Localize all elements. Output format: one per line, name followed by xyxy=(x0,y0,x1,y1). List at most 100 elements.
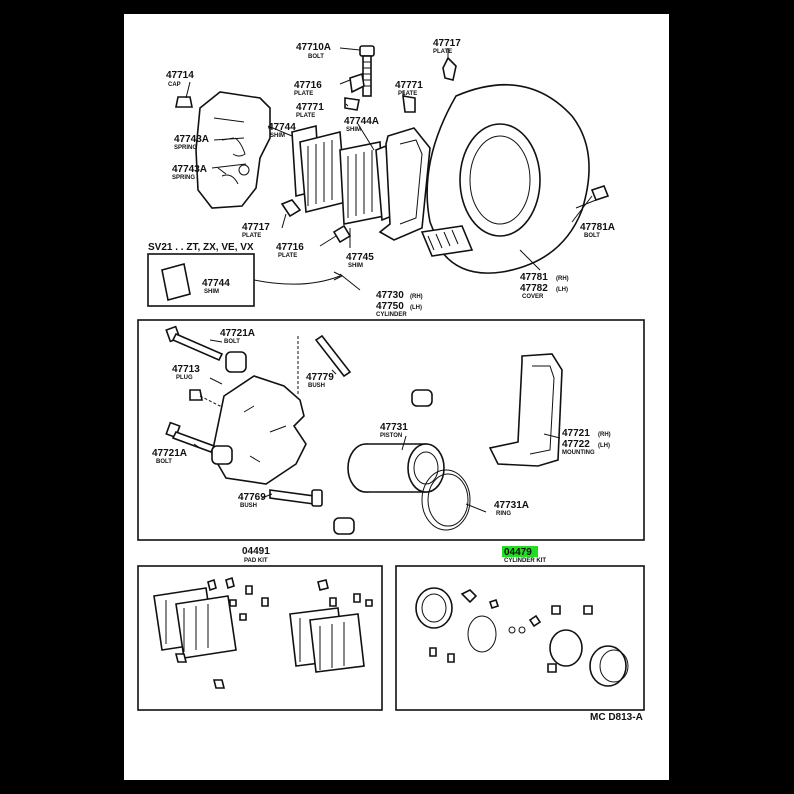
label-47731-num: 47731 xyxy=(380,422,408,433)
label-47721A-bottom-sub: BOLT xyxy=(156,459,172,465)
label-47716-mid-num: 47716 xyxy=(276,242,304,253)
bolt-47721A-top xyxy=(165,325,224,362)
plate-47717-mid xyxy=(280,199,302,218)
label-47717-top-num: 47717 xyxy=(433,38,461,49)
mounting-47721 xyxy=(488,353,563,467)
bush-47779 xyxy=(297,334,352,396)
label-47771b-num: 47771 xyxy=(395,80,423,91)
label-47750-sub: (LH) xyxy=(410,305,422,311)
label-47731-sub: PISTON xyxy=(380,433,402,439)
label-47781-sub: (RH) xyxy=(556,276,569,282)
label-47744-box-sub: SHIM xyxy=(204,289,219,295)
callout-labels: 47710A BOLT 47717 PLATE 47714 CAP 47716 … xyxy=(148,38,643,723)
label-47716-top-sub: PLATE xyxy=(294,91,313,97)
label-47731A-sub: RING xyxy=(496,511,511,517)
label-47731A-num: 47731A xyxy=(494,500,529,511)
label-47744A-sub: SHIM xyxy=(346,127,361,133)
label-47721A-top-sub: BOLT xyxy=(224,339,240,345)
label-47781-num: 47781 xyxy=(520,272,548,283)
label-04479-num: 04479 xyxy=(504,547,532,558)
label-47730-num: 47730 xyxy=(376,290,404,301)
label-47717-mid-sub: PLATE xyxy=(242,233,261,239)
label-47714-sub: CAP xyxy=(168,82,181,88)
label-47779-sub: BUSH xyxy=(308,383,325,389)
label-47721A-top-num: 47721A xyxy=(220,328,255,339)
plug-47713 xyxy=(189,389,203,401)
label-47745-num: 47745 xyxy=(346,252,374,263)
label-47713-sub: PLUG xyxy=(176,375,193,381)
cylinder-box xyxy=(137,319,645,541)
label-47717-top-sub: PLATE xyxy=(433,49,452,55)
cylinder-kit-box xyxy=(395,565,645,711)
label-47745-sub: SHIM xyxy=(348,263,363,269)
label-04491-num: 04491 xyxy=(242,546,270,557)
spring-47743A-upper xyxy=(232,137,246,157)
label-47743A-2-sub: SPRING xyxy=(172,175,195,181)
cylinder-kit-highlight xyxy=(502,546,538,557)
label-47717-mid-num: 47717 xyxy=(242,222,270,233)
label-47743A-1-num: 47743A xyxy=(174,134,209,145)
caliper-frame xyxy=(378,127,431,241)
diagram-code: MC D813-A xyxy=(590,712,643,723)
label-47781A-sub: BOLT xyxy=(584,233,600,239)
label-47744-box-num: 47744 xyxy=(202,278,230,289)
label-47713-num: 47713 xyxy=(172,364,200,375)
label-47771a-sub: PLATE xyxy=(296,113,315,119)
plate-47716-mid xyxy=(332,224,352,244)
bush-top xyxy=(225,351,247,373)
label-47744-sub: SHIM xyxy=(270,133,285,139)
label-47771b-sub: PLATE xyxy=(398,91,417,97)
label-47769-num: 47769 xyxy=(238,492,266,503)
spring-47743A-lower xyxy=(221,174,239,185)
label-47782-sub: (LH) xyxy=(556,287,568,293)
shim-47744-sv21 xyxy=(161,263,191,301)
label-47744A-num: 47744A xyxy=(344,116,379,127)
ring-47731A xyxy=(421,469,471,531)
pad-kit-pads-right xyxy=(289,607,365,673)
label-47722-num: 47722 xyxy=(562,439,590,450)
bush-small-a xyxy=(411,389,433,407)
cylinder-body-47730 xyxy=(211,375,307,485)
label-47769-sub: BUSH xyxy=(240,503,257,509)
disc-cover-47781 xyxy=(420,84,590,274)
label-47730-sub: (RH) xyxy=(410,294,423,300)
pad-kit-box xyxy=(137,565,383,711)
pad-kit-small-parts xyxy=(174,576,373,689)
label-47743A-1-sub: SPRING xyxy=(174,145,197,151)
piston-47731 xyxy=(347,443,445,493)
plate-47716-top xyxy=(349,72,365,94)
label-47750-name: CYLINDER xyxy=(376,312,407,318)
bush-bottom xyxy=(211,445,233,465)
pad-kit-pads-left xyxy=(153,587,237,659)
bush-47769 xyxy=(269,489,323,507)
label-47771a-num: 47771 xyxy=(296,102,324,113)
bolt-47710A xyxy=(359,45,375,97)
label-47782-num: 47782 xyxy=(520,283,548,294)
brake-pad-outer xyxy=(299,130,347,214)
plate-47717-top xyxy=(442,56,457,81)
bush-small-b xyxy=(333,517,355,535)
label-04491-sub: PAD KIT xyxy=(244,558,268,564)
label-47781A-num: 47781A xyxy=(580,222,615,233)
label-47714-num: 47714 xyxy=(166,70,194,81)
cylinder-kit-parts xyxy=(415,587,629,687)
label-47721-num: 47721 xyxy=(562,428,590,439)
label-47744-num: 47744 xyxy=(268,122,296,133)
cap-47714 xyxy=(175,96,193,108)
label-47722-name: MOUNTING xyxy=(562,450,595,456)
label-47721A-bottom-num: 47721A xyxy=(152,448,187,459)
label-47779-num: 47779 xyxy=(306,372,334,383)
plate-47771-b xyxy=(402,95,416,113)
caliper-housing xyxy=(195,91,271,209)
label-47743A-2-num: 47743A xyxy=(172,164,207,175)
label-sv21: SV21 . . ZT, ZX, VE, VX xyxy=(148,242,254,253)
label-47710A-sub: BOLT xyxy=(308,54,324,60)
label-47782-name: COVER xyxy=(522,294,544,300)
label-47750-num: 47750 xyxy=(376,301,404,312)
label-47710A-num: 47710A xyxy=(296,42,331,53)
label-47716-top-num: 47716 xyxy=(294,80,322,91)
plate-47771-a xyxy=(344,97,360,111)
label-47721-sub: (RH) xyxy=(598,432,611,438)
